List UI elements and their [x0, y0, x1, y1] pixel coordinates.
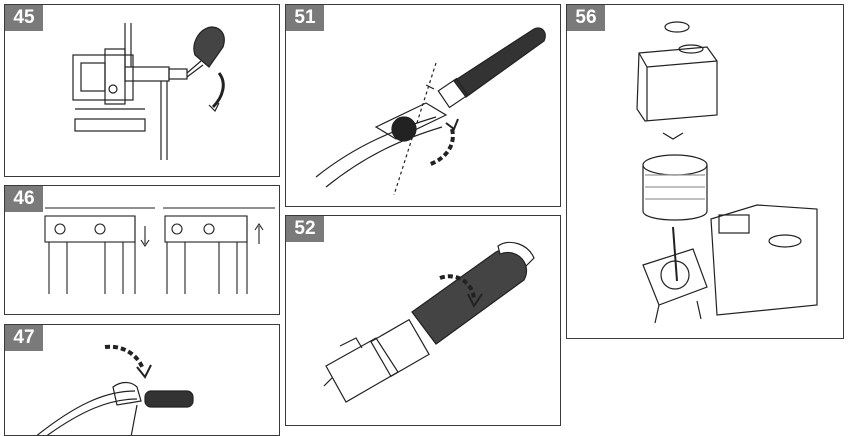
step-number: 45: [5, 5, 43, 31]
handlebar-grip-illustration: [36, 344, 194, 435]
step-panel-51: 51: [285, 4, 561, 207]
step-panel-47: 47: [4, 324, 280, 436]
grip-rotation-illustration: [323, 241, 535, 403]
bracket-adjustment-illustration: [44, 207, 275, 294]
step-panel-56: 56: [566, 4, 844, 339]
handle-assembly-illustration: [72, 23, 225, 160]
air-filter-assembly-illustration: [636, 21, 818, 324]
step-number: 47: [5, 325, 43, 351]
step-number: 51: [286, 5, 324, 31]
step-number: 52: [286, 216, 324, 242]
step-panel-52: 52: [285, 215, 561, 426]
step-number: 46: [5, 186, 43, 212]
step-panel-46: 46: [4, 185, 280, 315]
step-panel-45: 45: [4, 4, 280, 177]
control-lever-illustration: [315, 27, 546, 196]
step-number: 56: [567, 5, 605, 31]
